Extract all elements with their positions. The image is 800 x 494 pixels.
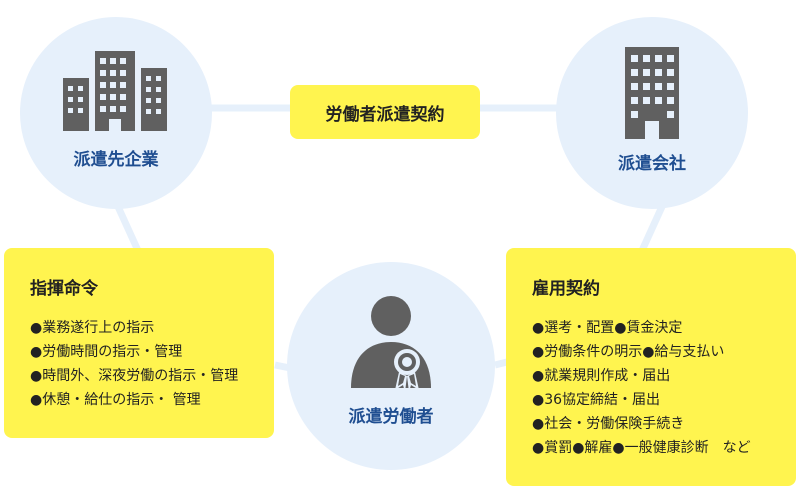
client-company-label: 派遣先企業 [73, 150, 159, 170]
worker-badge-icon [351, 296, 431, 392]
office-building-icon [625, 47, 679, 139]
list-item: ●時間外、深夜労働の指示・管理 [30, 368, 239, 384]
command-card: 指揮命令 ●業務遂行上の指示 ●労働時間の指示・管理 ●時間外、深夜労働の指示・… [4, 248, 274, 438]
dispatch-agency-node: 派遣会社 [556, 17, 748, 209]
list-item: ●業務遂行上の指示 [30, 320, 155, 336]
dispatch-contract-box: 労働者派遣契約 [290, 85, 480, 139]
dispatched-worker-node: 派遣労働者 [287, 262, 495, 470]
dispatch-contract-label: 労働者派遣契約 [325, 104, 445, 125]
command-list: ●業務遂行上の指示 ●労働時間の指示・管理 ●時間外、深夜労働の指示・管理 ●休… [30, 316, 238, 412]
employment-card: 雇用契約 ●選考・配置●賃金決定 ●労働条件の明示●給与支払い ●就業規則作成・… [506, 248, 796, 486]
client-company-node: 派遣先企業 [20, 17, 212, 209]
office-buildings-icon [63, 51, 167, 131]
list-item: ●休憩・給仕の指示・ 管理 [30, 392, 201, 408]
command-card-title: 指揮命令 [30, 279, 98, 299]
list-item: ●就業規則作成・届出 [532, 368, 671, 384]
list-item: ●36協定締結・届出 [532, 392, 661, 408]
dispatched-worker-label: 派遣労働者 [348, 407, 434, 427]
line-client-command [111, 198, 144, 257]
employment-list: ●選考・配置●賃金決定 ●労働条件の明示●給与支払い ●就業規則作成・届出 ●3… [532, 316, 751, 460]
list-item: ●労働条件の明示●給与支払い [532, 344, 725, 360]
list-item: ●選考・配置●賃金決定 [532, 320, 683, 336]
line-agency-employment [636, 198, 669, 257]
list-item: ●労働時間の指示・管理 [30, 344, 183, 360]
employment-card-title: 雇用契約 [532, 279, 600, 299]
dispatch-agency-label: 派遣会社 [618, 154, 686, 174]
list-item: ●社会・労働保険手続き [532, 416, 685, 432]
list-item: ●賞罰●解雇●一般健康診断 など [532, 440, 751, 456]
